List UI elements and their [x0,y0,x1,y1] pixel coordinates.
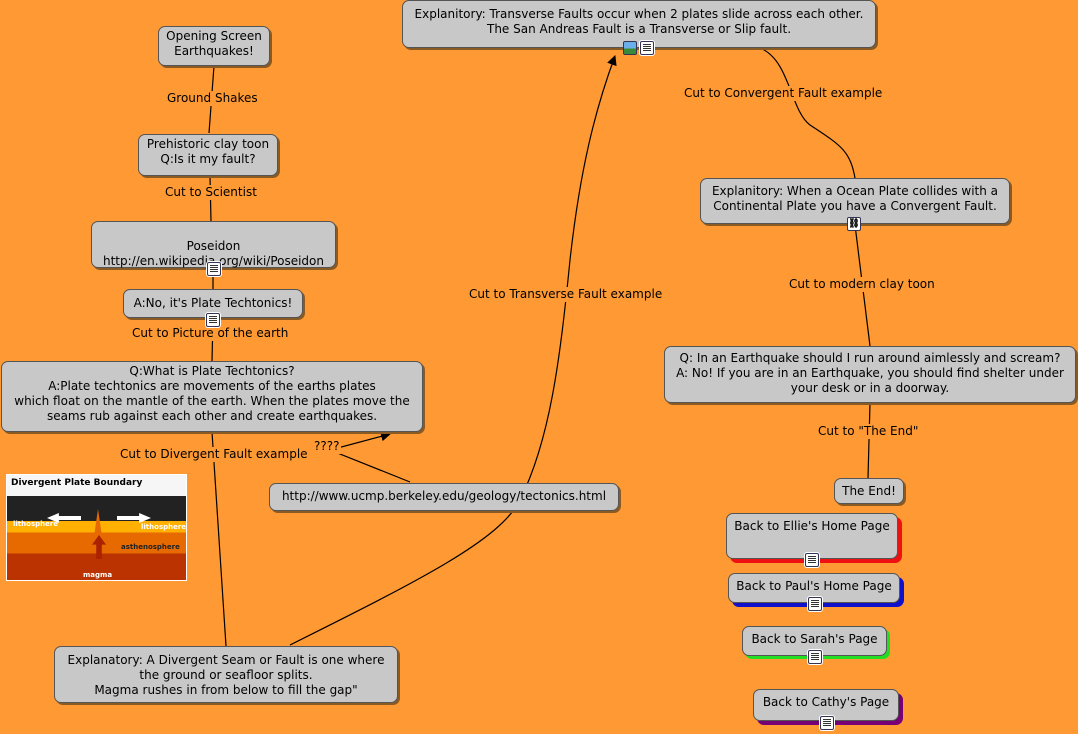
node-ucmp-link[interactable]: http://www.ucmp.berkeley.edu/geology/tec… [269,483,619,511]
node-poseidon[interactable]: Poseidon http://en.wikipedia.org/wiki/Po… [91,221,336,268]
node-poseidon-text: Poseidon http://en.wikipedia.org/wiki/Po… [103,239,324,268]
edge-label-cut-divergent: Cut to Divergent Fault example [118,447,310,462]
ridge-shape [93,509,103,539]
document-icon[interactable] [808,597,822,611]
document-icon[interactable] [820,716,834,730]
edge-label-ground-shakes: Ground Shakes [165,91,260,106]
document-icon[interactable] [206,313,220,327]
image-icon[interactable] [623,41,637,55]
edge-label-cut-end: Cut to "The End" [816,424,921,439]
node-plate-techtonics[interactable]: A:No, it's Plate Techtonics! [123,289,303,318]
node-prehistoric-toon[interactable]: Prehistoric clay toon Q:Is it my fault? [138,134,278,176]
asthenosphere-label: asthenosphere [121,543,180,551]
back-sarah-button[interactable]: Back to Sarah's Page [742,626,887,656]
divergent-plate-boundary-image[interactable]: Divergent Plate Boundary lithosphere lit… [6,474,187,581]
edge-label-cut-transverse: Cut to Transverse Fault example [467,287,665,302]
back-ellie-button[interactable]: Back to Ellie's Home Page [726,513,898,559]
edge-label-cut-convergent: Cut to Convergent Fault example [682,86,885,101]
document-icon[interactable] [640,41,654,55]
node-what-is-plate-techtonics[interactable]: Q:What is Plate Techtonics? A:Plate tech… [1,361,423,432]
edge-transverse-convergent [759,47,856,179]
lithosphere-left-label: lithosphere [13,520,59,528]
document-icon[interactable] [207,262,221,276]
edge-label-question: ???? [312,439,342,454]
left-arrow-icon [47,513,81,523]
document-icon[interactable] [805,553,819,567]
edge-earthquake-end [867,402,871,479]
edge-whatis-divergent [211,431,227,647]
diagram-title: Divergent Plate Boundary [11,478,143,488]
node-divergent-fault[interactable]: Explanatory: A Divergent Seam or Fault i… [54,646,398,703]
edge-label-cut-picture: Cut to Picture of the earth [130,326,291,341]
magma-label: magma [83,571,113,579]
edge-label-cut-scientist: Cut to Scientist [163,185,259,200]
edge-divergent-transverse [289,55,617,646]
edge-ucmp-whatis [328,431,411,483]
node-transverse-fault[interactable]: Explanitory: Transverse Faults occur whe… [402,0,876,48]
node-earthquake-question[interactable]: Q: In an Earthquake should I run around … [664,346,1076,403]
node-the-end[interactable]: The End! [834,478,904,504]
concept-map-icon[interactable]: ⛓ [847,217,861,231]
right-arrow-icon [117,513,151,523]
document-icon[interactable] [808,650,822,664]
node-opening-screen[interactable]: Opening Screen Earthquakes! [158,26,270,66]
edge-label-cut-modern: Cut to modern clay toon [787,277,937,292]
lithosphere-right-label: lithosphere [141,523,187,531]
